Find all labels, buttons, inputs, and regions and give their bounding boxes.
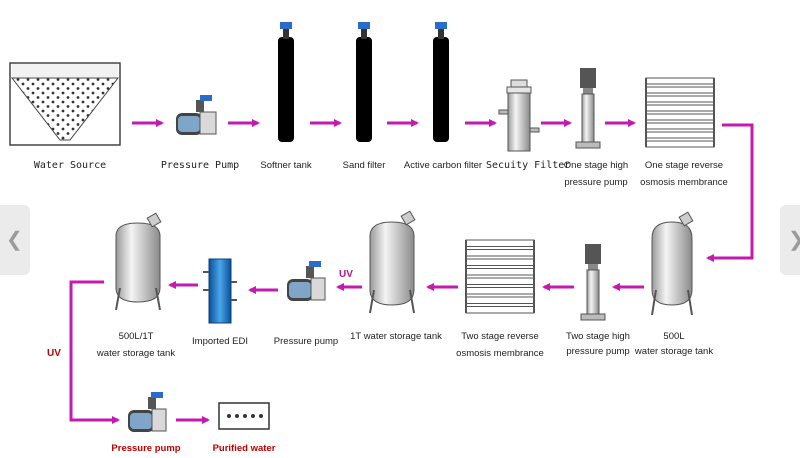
- label-uv-top: UV: [339, 269, 353, 280]
- 1t-water-storage-tank: [369, 210, 416, 314]
- membrane-tube: [645, 86, 715, 94]
- one-stage-ro-membrane-rack: [645, 77, 715, 148]
- label-softner-tank: Softner tank: [260, 160, 312, 171]
- label-500l-tank-2: water storage tank: [634, 346, 714, 357]
- membrane-tube: [645, 104, 715, 112]
- label-one-stage-hp-pump-1: One stage high: [563, 160, 629, 171]
- imported-edi-module: [203, 258, 237, 324]
- two-stage-ro-membrane-rack: [465, 239, 535, 314]
- label-one-stage-ro-1: One stage reverse: [644, 160, 724, 171]
- membrane-tube: [645, 122, 715, 130]
- membrane-tube: [645, 77, 715, 85]
- two-stage-high-pressure-pump: [580, 244, 606, 321]
- membrane-tube: [645, 140, 715, 148]
- membrane-tube: [645, 95, 715, 103]
- softner-tank: [278, 22, 294, 142]
- membrane-tube: [465, 268, 535, 276]
- label-purified-water: Purified water: [212, 443, 276, 454]
- membrane-tube: [465, 296, 535, 304]
- label-two-stage-hp-pump-1: Two stage high: [566, 331, 630, 342]
- pressure-pump-2: [287, 261, 326, 301]
- label-1t-storage-tank: 1T water storage tank: [350, 331, 442, 342]
- membrane-tube: [645, 113, 715, 121]
- label-sand-filter: Sand filter: [342, 160, 386, 171]
- membrane-tube: [465, 249, 535, 257]
- chevron-right-icon: ❯: [788, 227, 800, 252]
- pressure-pump-1: [176, 95, 217, 135]
- sand-filter-tank: [356, 22, 372, 142]
- label-one-stage-hp-pump-2: pressure pump: [564, 177, 628, 188]
- membrane-tube: [465, 306, 535, 314]
- label-pressure-pump-2: Pressure pump: [273, 336, 339, 347]
- one-stage-high-pressure-pump: [575, 68, 601, 149]
- label-500l-1t-tank-2: water storage tank: [96, 348, 176, 359]
- chevron-left-icon: ❮: [6, 229, 23, 251]
- water-source-basin: [9, 62, 121, 146]
- active-carbon-filter-tank: [433, 22, 449, 142]
- next-slide-button[interactable]: ❯: [780, 205, 800, 275]
- label-two-stage-ro-1: Two stage reverse: [461, 331, 539, 342]
- arrow-ro1-to-500l-tank: [706, 123, 754, 262]
- label-water-source: Water Source: [33, 160, 107, 171]
- pressure-pump-3: [128, 392, 167, 432]
- label-security-filter: Secuity Filter: [486, 160, 571, 171]
- flow-arrows: [69, 119, 754, 424]
- label-two-stage-hp-pump-2: pressure pump: [566, 346, 630, 357]
- purified-water-outlet-box: [218, 402, 270, 430]
- label-two-stage-ro-2: osmosis membrance: [456, 348, 544, 359]
- membrane-tube: [465, 239, 535, 247]
- label-pressure-pump-3: Pressure pump: [111, 443, 181, 454]
- membrane-tube: [465, 287, 535, 295]
- label-active-carbon-filter: Active carbon filter: [403, 160, 483, 171]
- arrow-tank-to-pump3: [69, 280, 120, 424]
- label-one-stage-ro-2: osmosis membrance: [640, 177, 728, 188]
- membrane-tube: [465, 277, 535, 285]
- membrane-tube: [645, 131, 715, 139]
- label-500l-1t-tank-1: 500L/1T: [118, 331, 154, 342]
- label-uv-left: UV: [47, 348, 61, 359]
- label-pressure-pump-1: Pressure Pump: [160, 160, 240, 171]
- prev-slide-button[interactable]: ❮: [0, 205, 30, 275]
- security-filter: [498, 79, 540, 152]
- membrane-tube: [465, 258, 535, 266]
- label-imported-edi: Imported EDI: [192, 336, 248, 347]
- 500l-1t-water-storage-tank: [115, 212, 162, 311]
- 500l-water-storage-tank: [651, 211, 694, 316]
- label-500l-tank-1: 500L: [663, 331, 685, 342]
